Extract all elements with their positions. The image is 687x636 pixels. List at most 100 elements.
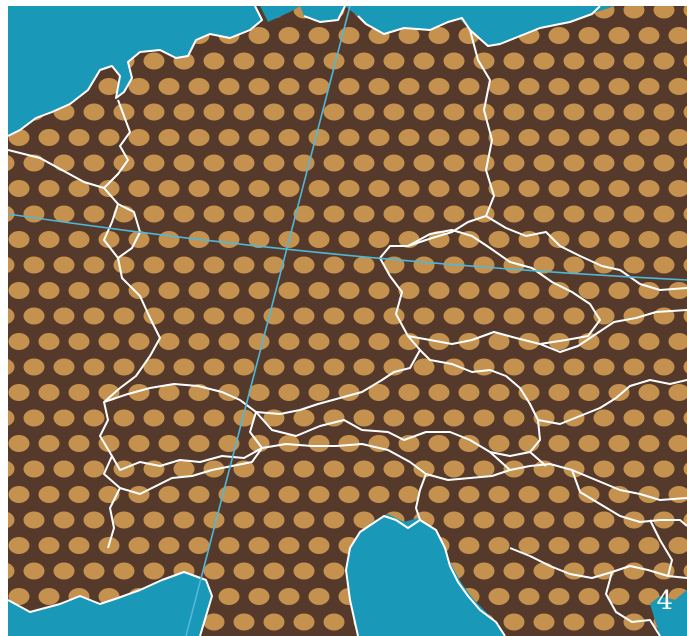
pattern-dot bbox=[428, 486, 450, 503]
pattern-dot bbox=[83, 511, 105, 529]
pattern-dot bbox=[98, 435, 120, 452]
pattern-dot bbox=[203, 205, 225, 223]
pattern-dot bbox=[218, 231, 240, 248]
pattern-dot bbox=[263, 613, 285, 631]
pattern-dot bbox=[158, 333, 180, 350]
pattern-dot bbox=[383, 409, 405, 427]
pattern-dot bbox=[503, 205, 525, 223]
pattern-dot bbox=[398, 129, 420, 146]
pattern-dot bbox=[293, 307, 315, 325]
pattern-dot bbox=[218, 588, 240, 605]
pattern-dot bbox=[473, 409, 495, 427]
pattern-dot bbox=[428, 78, 450, 95]
pattern-dot bbox=[353, 103, 375, 121]
pattern-dot bbox=[53, 409, 75, 427]
pattern-dot bbox=[473, 154, 495, 172]
pattern-dot bbox=[248, 27, 270, 44]
pattern-dot bbox=[503, 358, 525, 376]
pattern-dot bbox=[563, 103, 585, 121]
pattern-dot bbox=[338, 435, 360, 452]
pattern-dot bbox=[278, 78, 300, 95]
pattern-dot bbox=[413, 358, 435, 376]
pattern-dot bbox=[68, 180, 90, 197]
pattern-dot bbox=[398, 78, 420, 95]
pattern-dot bbox=[83, 205, 105, 223]
pattern-dot bbox=[488, 537, 510, 554]
pattern-dot bbox=[308, 129, 330, 146]
pattern-dot bbox=[173, 103, 195, 121]
pattern-dot bbox=[593, 256, 615, 274]
pattern-dot bbox=[173, 307, 195, 325]
pattern-dot bbox=[533, 511, 555, 529]
pattern-dot bbox=[653, 256, 675, 274]
pattern-dot bbox=[128, 333, 150, 350]
pattern-dot bbox=[428, 180, 450, 197]
pattern-dot bbox=[593, 511, 615, 529]
pattern-dot bbox=[488, 231, 510, 248]
pattern-dot bbox=[653, 460, 675, 478]
pattern-dot bbox=[578, 27, 600, 44]
pattern-dot bbox=[548, 384, 570, 401]
border-austria bbox=[255, 349, 541, 457]
pattern-dot bbox=[278, 129, 300, 146]
pattern-dot bbox=[308, 231, 330, 248]
pattern-dot bbox=[308, 282, 330, 299]
pattern-dot bbox=[653, 205, 675, 223]
pattern-dot bbox=[158, 282, 180, 299]
pattern-dot bbox=[413, 409, 435, 427]
pattern-dot bbox=[293, 154, 315, 172]
pattern-dot bbox=[578, 282, 600, 299]
pattern-dot bbox=[38, 537, 60, 554]
pattern-dot bbox=[323, 307, 345, 325]
pattern-dot bbox=[413, 256, 435, 274]
pattern-dot bbox=[83, 154, 105, 172]
pattern-dot bbox=[578, 486, 600, 503]
pattern-dot bbox=[263, 460, 285, 478]
pattern-dot bbox=[53, 256, 75, 274]
pattern-dot bbox=[23, 358, 45, 376]
pattern-dot bbox=[143, 103, 165, 121]
pattern-dot bbox=[398, 180, 420, 197]
pattern-dot bbox=[263, 307, 285, 325]
pattern-dot bbox=[143, 154, 165, 172]
pattern-dot bbox=[143, 409, 165, 427]
pattern-dot bbox=[308, 486, 330, 503]
pattern-dot bbox=[533, 307, 555, 325]
pattern-dot bbox=[458, 282, 480, 299]
pattern-dot bbox=[8, 460, 15, 478]
pattern-dot bbox=[593, 103, 615, 121]
pattern-dot bbox=[323, 562, 345, 580]
pattern-dot bbox=[563, 52, 585, 70]
pattern-dot bbox=[518, 384, 540, 401]
pattern-dot bbox=[8, 333, 30, 350]
pattern-dot bbox=[263, 511, 285, 529]
pattern-dot bbox=[263, 154, 285, 172]
pattern-dot bbox=[548, 180, 570, 197]
pattern-dot bbox=[38, 231, 60, 248]
pattern-dot bbox=[143, 511, 165, 529]
pattern-dot bbox=[53, 307, 75, 325]
pattern-dot bbox=[518, 537, 540, 554]
pattern-dot bbox=[278, 486, 300, 503]
pattern-dot bbox=[68, 231, 90, 248]
pattern-dot bbox=[398, 27, 420, 44]
pattern-dot bbox=[233, 52, 255, 70]
pattern-dot bbox=[428, 384, 450, 401]
pattern-dot bbox=[668, 282, 687, 299]
pattern-dot bbox=[413, 460, 435, 478]
pattern-dot bbox=[158, 537, 180, 554]
pattern-dot bbox=[143, 52, 165, 70]
pattern-dot bbox=[83, 358, 105, 376]
pattern-dot bbox=[8, 358, 15, 376]
pattern-dot bbox=[23, 562, 45, 580]
pattern-dot bbox=[263, 256, 285, 274]
pattern-dot bbox=[638, 231, 660, 248]
pattern-dot bbox=[8, 180, 30, 197]
pattern-dot bbox=[203, 307, 225, 325]
pattern-dot bbox=[128, 78, 150, 95]
pattern-dot bbox=[548, 282, 570, 299]
pattern-dot bbox=[173, 409, 195, 427]
pattern-dot bbox=[668, 231, 687, 248]
pattern-dot bbox=[38, 435, 60, 452]
pattern-dot bbox=[623, 52, 645, 70]
